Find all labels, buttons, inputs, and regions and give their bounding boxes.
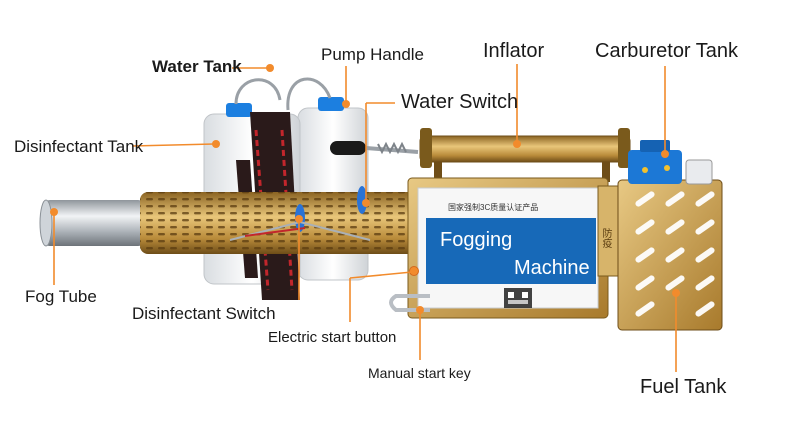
panel-cn-header: 国家强制3C质量认证产品 [448, 203, 539, 212]
label-manual-start-key: Manual start key [368, 365, 471, 381]
carburetor [628, 140, 713, 185]
label-water-tank: Water Tank [152, 57, 242, 76]
label-electric-start-button: Electric start button [268, 329, 397, 346]
fogging-machine-panel [426, 218, 596, 308]
brass-shroud [140, 192, 418, 254]
panel-title-line1: Fogging [440, 229, 513, 251]
manual-start-key [389, 294, 430, 312]
fuel-tank-guard [617, 179, 723, 331]
label-water-switch: Water Switch [401, 91, 519, 113]
leader-lines [53, 64, 677, 372]
label-inflator: Inflator [483, 40, 545, 62]
label-disinfectant-switch: Disinfectant Switch [132, 304, 276, 323]
label-disinfectant-tank: Disinfectant Tank [14, 137, 144, 156]
leader-dots [50, 64, 680, 314]
fog-tube-body [44, 200, 144, 246]
inflator-tube [419, 128, 631, 182]
label-fog-tube: Fog Tube [25, 287, 97, 306]
panel-cn-side: 防疫 [600, 228, 611, 248]
label-carburetor-tank: Carburetor Tank [595, 40, 739, 62]
panel-title-line2: Machine [514, 257, 590, 279]
label-pump-handle: Pump Handle [321, 45, 425, 64]
pump-handle [330, 141, 419, 155]
label-fuel-tank: Fuel Tank [640, 376, 727, 398]
